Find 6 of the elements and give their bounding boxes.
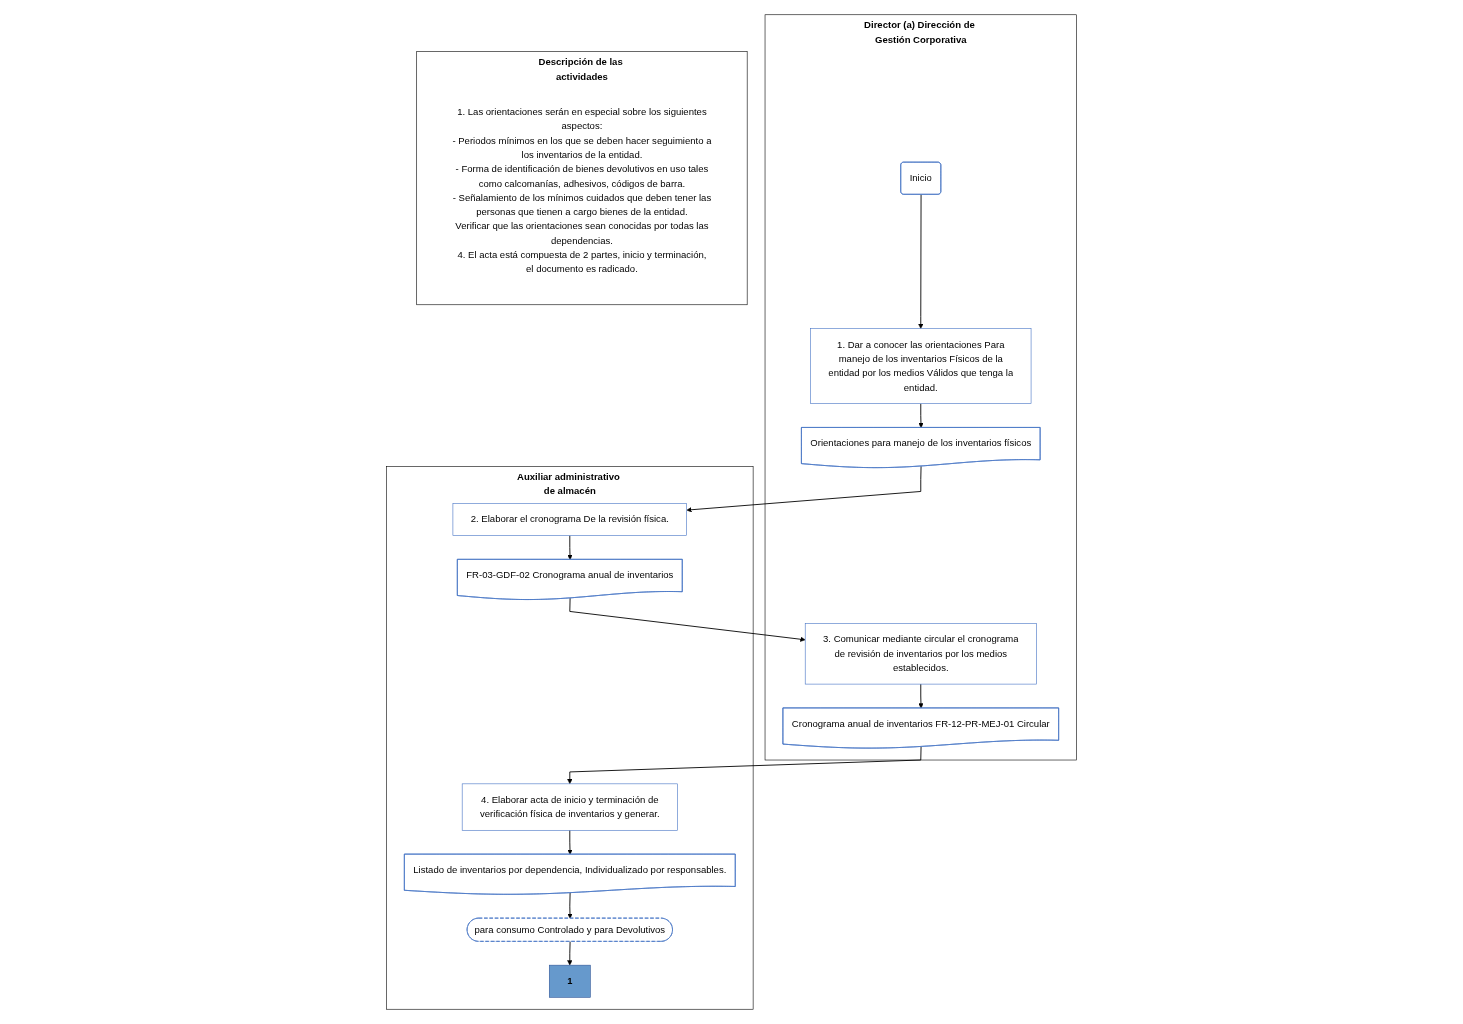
node-box: 4. Elaborar acta de inicio y terminación de verificación física de inventarios y generar. bbox=[461, 783, 678, 831]
node-box: 3. Comunicar mediante circular el cronograma de revisión de inventarios por los medios establecidos. bbox=[804, 623, 1037, 685]
node-box: 1. Dar a conocer las orientaciones Para manejo de los inventarios Físicos de la entidad por los medios Válidos que tenga la entidad. bbox=[810, 328, 1032, 404]
node-box: 2. Elaborar el cronograma De la revisión física. bbox=[452, 503, 687, 536]
node-text: 1. Las orientaciones serán en especial sobre los siguientes aspectos: - Periodos mínimos en los que se deben hacer seguimiento a los inventarios de la entidad. - Forma de identificación de bienes devolutivos en uso tales como calcomanías, adhesivos, códigos de barra. - Señalamiento de los mínimos cuidados que deben tener las personas que tienen a cargo bienes de la entidad. Verificar que las orientaciones sean conocidas por todas las dependencias. 4. El acta está compuesta de 2 partes, inicio y terminación, el documento es radicado. bbox=[452, 106, 712, 275]
node-box: 1 bbox=[549, 964, 591, 998]
